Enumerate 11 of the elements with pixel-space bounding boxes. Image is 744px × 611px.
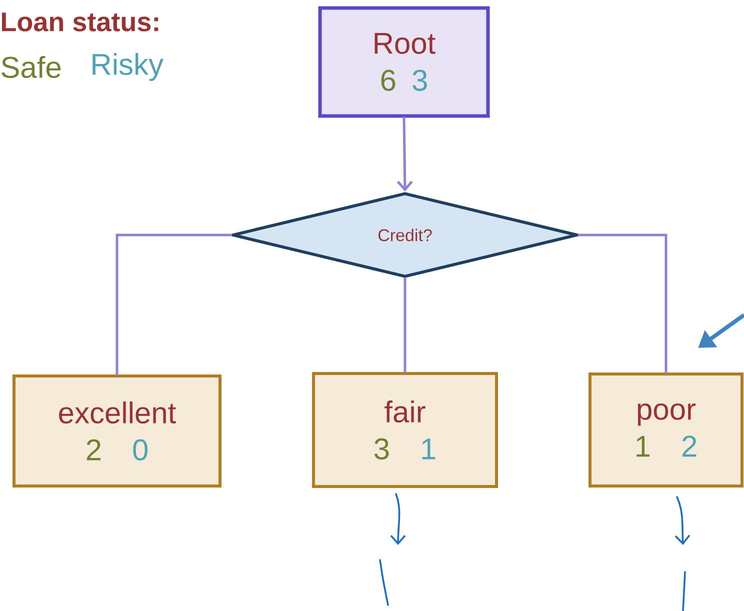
connector-line [116,234,232,376]
legend-text: Risky [92,53,164,81]
leaf-box: poor 1 2 [588,372,744,488]
root-box: Root 6 3 [318,6,490,118]
legend-text: Safe [2,56,61,78]
leaf-box: fair 3 1 [312,372,498,488]
legend-title: Loan status: [2,12,158,32]
arrow [396,116,413,192]
leaf-box: excellent 2 0 [12,374,222,488]
connector-line [578,234,668,374]
connector-line [404,277,406,374]
